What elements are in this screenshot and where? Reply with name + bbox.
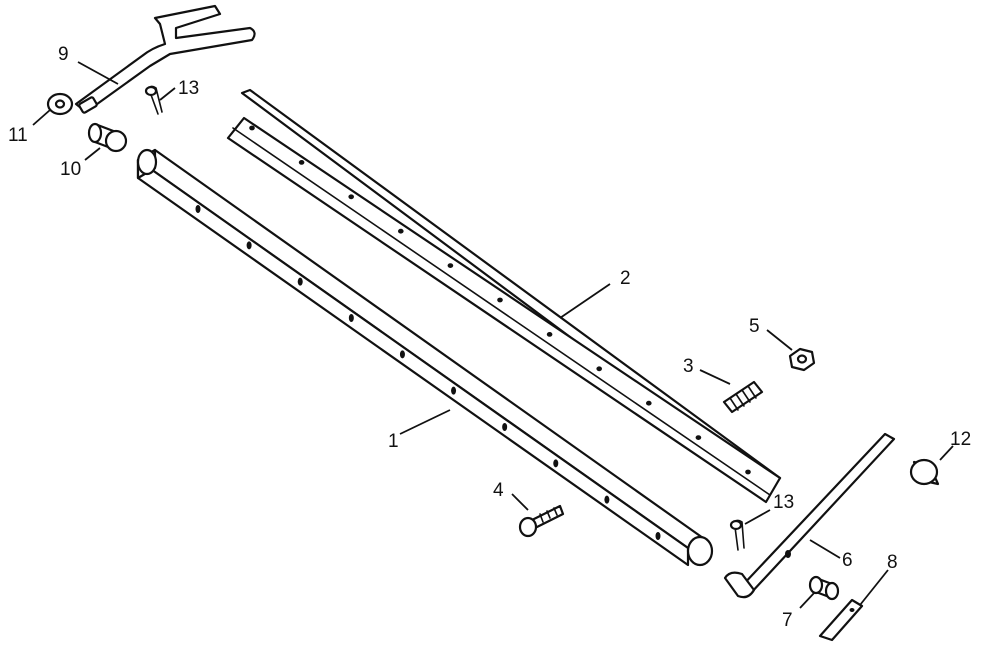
tube-hole bbox=[451, 386, 457, 395]
callout-9: 9 bbox=[58, 44, 69, 65]
tube-hole bbox=[655, 532, 661, 540]
hex-nut bbox=[788, 347, 816, 372]
tube-hole bbox=[399, 350, 405, 359]
callout-4: 4 bbox=[493, 480, 504, 501]
strip-hole bbox=[298, 160, 305, 165]
bracket bbox=[818, 598, 864, 642]
tube-hole bbox=[502, 423, 508, 431]
callout-6: 6 bbox=[842, 550, 853, 571]
callout-3: 3 bbox=[683, 356, 694, 377]
strip-hole bbox=[596, 366, 602, 372]
carriage-bolt bbox=[518, 504, 565, 538]
strip-hole bbox=[348, 194, 355, 200]
bushing-12 bbox=[909, 458, 940, 486]
bent-handle bbox=[74, 4, 256, 114]
strip-hole bbox=[745, 469, 751, 475]
strip-hole bbox=[249, 125, 255, 131]
callout-11: 11 bbox=[8, 125, 28, 146]
callout-10: 10 bbox=[60, 159, 81, 180]
callout-8: 8 bbox=[887, 552, 898, 573]
strip-hole bbox=[497, 297, 503, 303]
tube-hole bbox=[553, 459, 559, 468]
tube-hole bbox=[297, 277, 303, 286]
strip-hole bbox=[447, 263, 454, 268]
cotter-pin-bottom bbox=[729, 519, 745, 551]
callout-7: 7 bbox=[782, 610, 793, 631]
tube-hole bbox=[348, 314, 354, 322]
callout-12: 12 bbox=[950, 429, 971, 450]
callout-2: 2 bbox=[620, 268, 631, 289]
tube-hole bbox=[195, 205, 201, 213]
threaded-stud bbox=[722, 380, 764, 414]
callout-13-bottom: 13 bbox=[773, 492, 794, 513]
washer bbox=[46, 92, 74, 116]
tube-hole bbox=[246, 241, 252, 250]
strip-hole bbox=[646, 400, 652, 406]
angle-strip bbox=[226, 88, 782, 504]
bushing-10 bbox=[87, 122, 128, 153]
strip-hole bbox=[546, 332, 553, 337]
tube-hole bbox=[604, 495, 610, 504]
rod-with-eye bbox=[723, 432, 896, 599]
callout-labels: 1 2 3 4 5 6 7 8 9 10 11 12 13 13 bbox=[8, 44, 971, 631]
callout-5: 5 bbox=[749, 316, 760, 337]
strip-hole bbox=[398, 228, 404, 234]
square-tube bbox=[136, 148, 714, 567]
cotter-pin-top bbox=[144, 85, 163, 115]
leader-lines bbox=[32, 61, 954, 609]
bushing-7 bbox=[808, 575, 840, 601]
callout-1: 1 bbox=[388, 431, 399, 452]
strip-hole bbox=[695, 435, 702, 440]
callout-13-top: 13 bbox=[178, 78, 199, 99]
